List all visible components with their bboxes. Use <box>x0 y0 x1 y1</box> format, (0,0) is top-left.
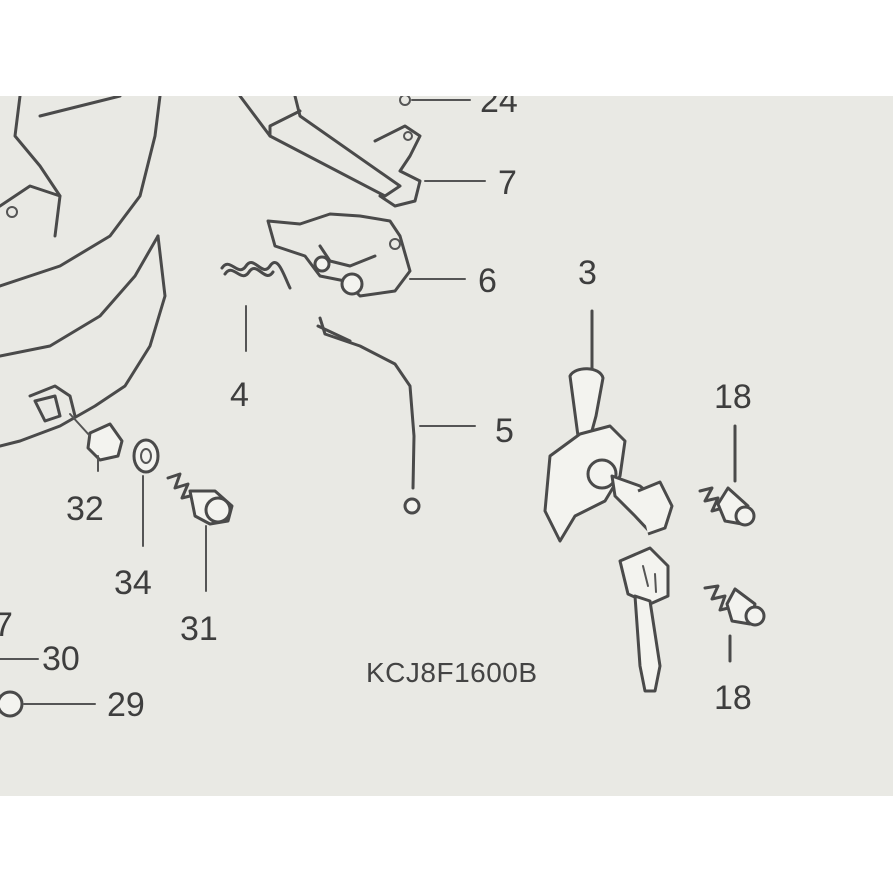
diagram-code: KCJ8F1600B <box>366 657 538 688</box>
part-29 <box>0 690 96 718</box>
callout-7-lower: 7 <box>0 606 13 644</box>
callout-7: 7 <box>498 164 517 202</box>
callout-5: 5 <box>495 412 514 450</box>
body-panel-part <box>0 96 167 448</box>
callout-31: 31 <box>180 610 218 648</box>
callout-30: 30 <box>42 640 80 678</box>
part-31 <box>166 472 234 592</box>
part-34 <box>132 438 160 547</box>
part-3 <box>543 309 674 693</box>
part-6 <box>266 212 466 298</box>
callout-32: 32 <box>66 490 104 528</box>
part-18-upper <box>698 424 756 527</box>
callout-34: 34 <box>114 564 152 602</box>
part-18-lower <box>703 584 766 663</box>
parts-drawing <box>0 96 766 718</box>
callout-3: 3 <box>578 254 597 292</box>
part-5 <box>316 316 476 515</box>
part-7 <box>238 96 486 208</box>
part-4 <box>220 261 292 352</box>
parts-diagram-sheet: 24 7 6 3 4 5 18 32 34 31 7 30 29 18 KCJ8… <box>0 96 893 796</box>
callout-6: 6 <box>478 262 497 300</box>
callout-18-upper: 18 <box>714 378 752 416</box>
callout-24: 24 <box>480 96 518 120</box>
callout-18-lower: 18 <box>714 679 752 717</box>
part-24 <box>399 96 471 106</box>
callout-29: 29 <box>107 686 145 724</box>
callout-4: 4 <box>230 376 249 414</box>
part-32 <box>69 413 124 472</box>
